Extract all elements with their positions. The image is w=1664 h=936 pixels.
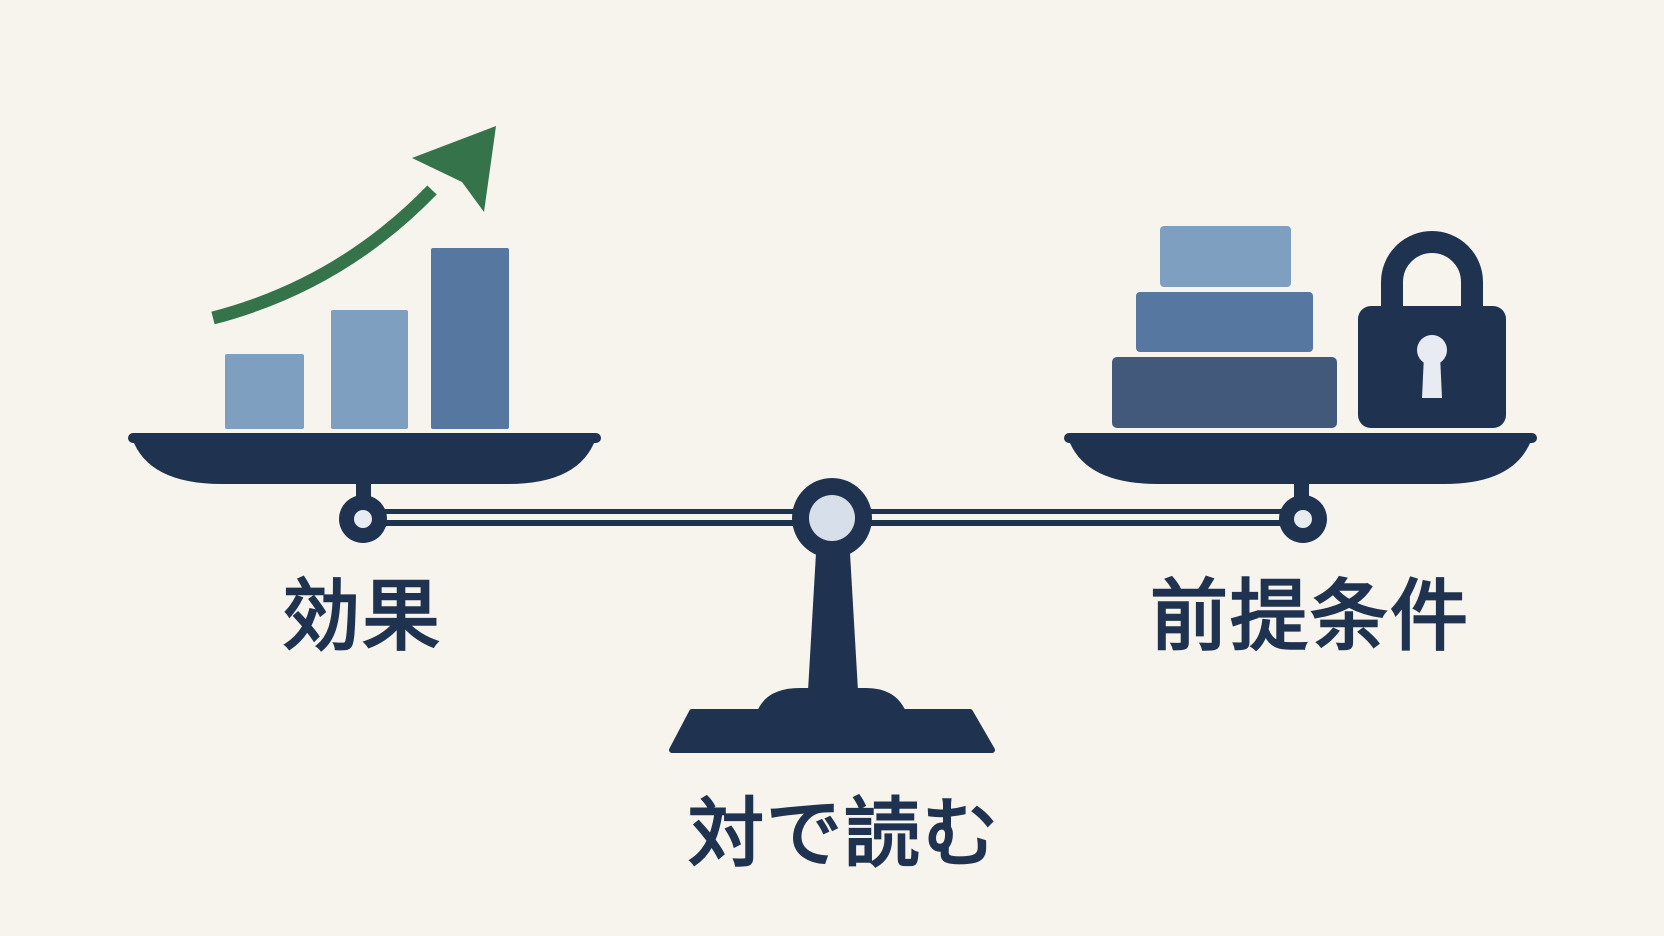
read-as-pair-label: 対で読む [688, 789, 1000, 878]
bar-chart-bar-1 [225, 354, 304, 429]
scale-base [669, 709, 995, 753]
bar-chart-bar-2 [331, 310, 408, 429]
effect-label: 効果 [282, 572, 443, 662]
padlock-shackle [1381, 231, 1483, 310]
left-pan [128, 433, 601, 504]
right-hanger-ring [1279, 495, 1327, 543]
bar-chart-bar-3 [431, 248, 509, 429]
stacked-block-top [1160, 226, 1291, 287]
left-hanger-ring [339, 495, 387, 543]
padlock-keyhole-slot [1422, 355, 1442, 398]
growth-arrow-shaft [211, 185, 437, 325]
stacked-block-bottom [1112, 357, 1337, 428]
scale-column [757, 536, 906, 712]
growth-arrow-icon [211, 126, 496, 325]
central-pivot [792, 478, 872, 558]
growth-arrow-head [412, 126, 496, 212]
stacked-block-middle [1136, 292, 1313, 352]
right-pan [1064, 433, 1537, 504]
padlock-icon [1358, 231, 1506, 428]
preconditions-label: 前提条件 [1150, 572, 1471, 662]
stacked-blocks-icon [1112, 226, 1337, 428]
bar-chart-icon [225, 248, 509, 429]
